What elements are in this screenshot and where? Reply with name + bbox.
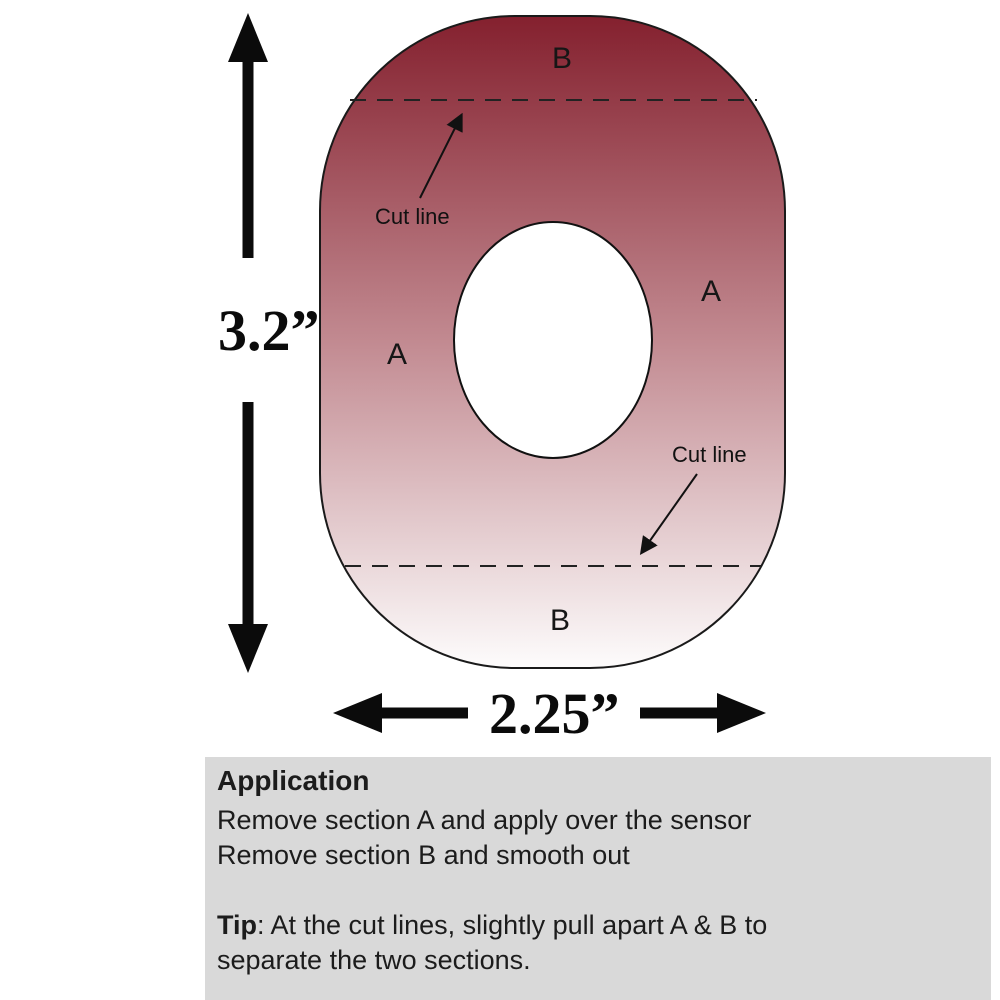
application-title: Application	[217, 765, 370, 796]
width-arrow-right-head	[717, 693, 766, 733]
width-dimension-label: 2.25”	[489, 681, 620, 746]
section-b-top-label: B	[552, 42, 572, 75]
cut-line-bottom-label: Cut line	[672, 442, 747, 467]
patch-diagram: B B A A Cut line Cut line 3.2” 2.25”	[218, 13, 786, 746]
application-panel: Application Remove section A and apply o…	[205, 757, 991, 1000]
tip-label: Tip	[217, 910, 257, 940]
tip-text: : At the cut lines, slightly pull apart …	[217, 910, 768, 975]
height-arrow-up-head	[228, 13, 268, 62]
application-line-1: Remove section A and apply over the sens…	[217, 805, 752, 835]
section-a-right-label: A	[701, 275, 721, 308]
application-line-2: Remove section B and smooth out	[217, 840, 630, 870]
sensor-hole	[453, 221, 653, 459]
height-arrow-down-head	[228, 624, 268, 673]
cut-line-bottom-arrow	[639, 473, 698, 555]
cut-line-top-arrow	[419, 112, 463, 199]
section-a-left-label: A	[387, 338, 407, 371]
cut-line-top-label: Cut line	[375, 204, 450, 229]
application-tip: Tip: At the cut lines, slightly pull apa…	[217, 908, 777, 978]
section-b-bottom-label: B	[550, 604, 570, 637]
height-dimension-label: 3.2”	[218, 298, 320, 363]
width-arrow-left-head	[333, 693, 382, 733]
